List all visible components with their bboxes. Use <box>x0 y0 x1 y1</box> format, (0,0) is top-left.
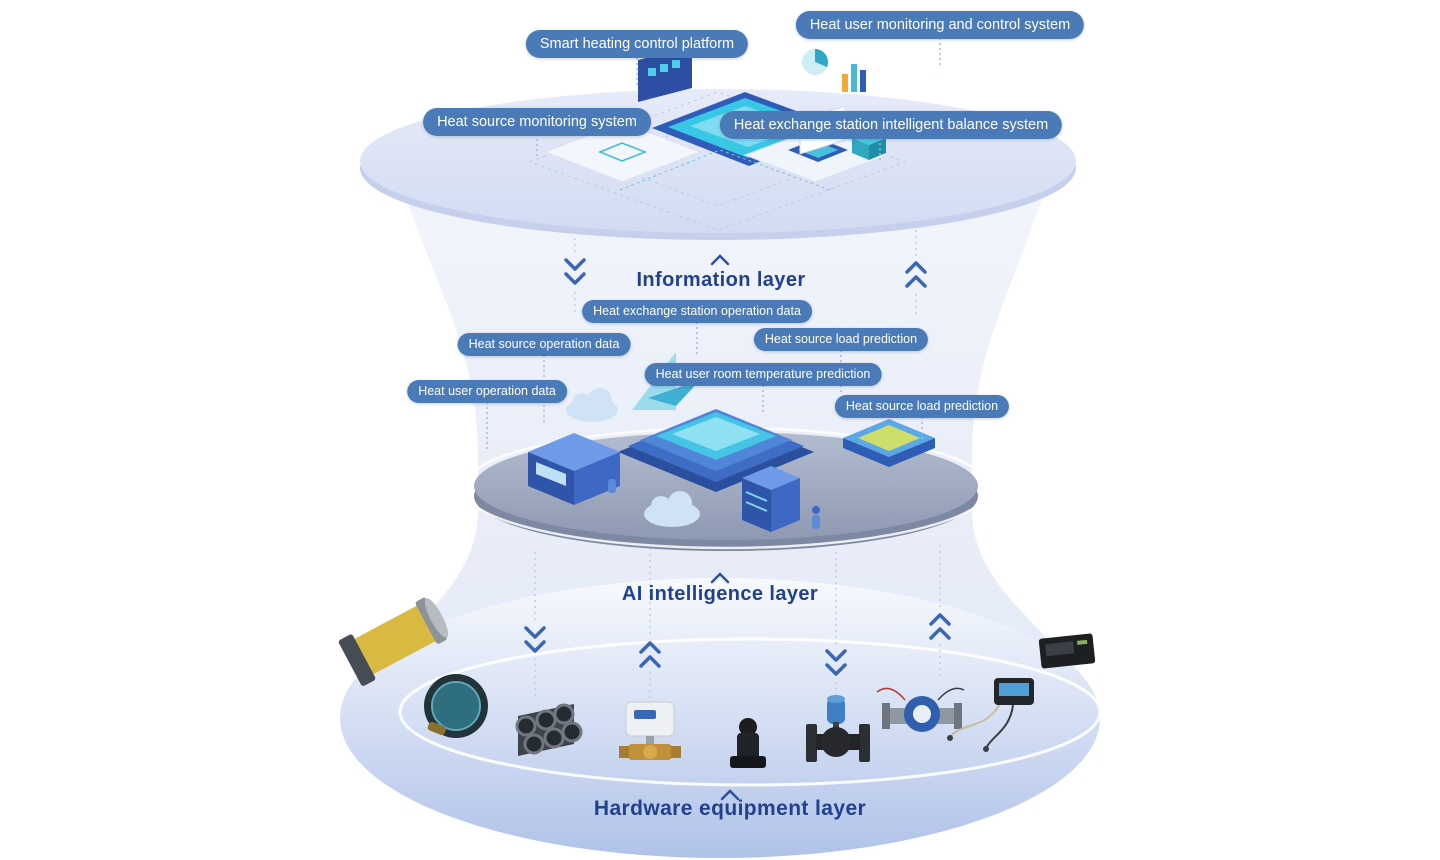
steel-pipe-bundle <box>515 703 583 756</box>
pressure-gauge <box>424 674 488 738</box>
chevrons-information <box>564 258 927 288</box>
ai-platform-art <box>528 352 935 532</box>
control-panel-device <box>1038 633 1096 669</box>
label-heat-user-room-temperature-prediction: Heat user room temperature prediction <box>644 363 882 386</box>
person-figure <box>812 506 820 529</box>
cloud-icon <box>566 388 618 422</box>
ai-intelligence-layer-title: AI intelligence layer <box>621 583 819 605</box>
label-heat-source-monitoring-system: Heat source monitoring system <box>423 108 651 136</box>
label-heat-user-monitoring-system: Heat user monitoring and control system <box>795 11 1085 39</box>
cloud-icon <box>644 491 700 527</box>
person-figure <box>608 470 616 493</box>
chevron-down-icon <box>524 640 546 653</box>
electric-control-valve <box>730 718 766 768</box>
chevron-up-icon <box>710 254 730 266</box>
motorized-ball-valve <box>619 701 681 760</box>
label-heat-user-operation-data: Heat user operation data <box>407 380 567 403</box>
hardware-equipment-layer-title: Hardware equipment layer <box>593 797 867 820</box>
chevron-up-icon <box>710 572 730 584</box>
chevron-up-icon <box>905 261 927 274</box>
chevron-down-icon <box>564 272 586 285</box>
chevron-up-icon <box>929 613 951 626</box>
chevron-down-icon <box>524 626 546 639</box>
chevron-up-icon <box>639 655 661 668</box>
bar-chart-icon <box>842 64 866 92</box>
label-smart-heating-control-platform: Smart heating control platform <box>525 30 749 58</box>
pie-chart-icon <box>802 49 828 75</box>
insulated-pipe <box>338 597 449 686</box>
info-dotted-lines <box>574 230 917 318</box>
chevrons-hardware <box>524 613 951 676</box>
chevron-down-icon <box>825 663 847 676</box>
chevron-up-icon <box>639 641 661 654</box>
information-layer-title: Information layer <box>636 269 806 291</box>
bottom-dotted-lines <box>534 545 941 706</box>
chevron-up-icon <box>929 627 951 640</box>
label-heat-exchange-balance-system: Heat exchange station intelligent balanc… <box>719 111 1063 139</box>
hardware-layer-ring <box>398 637 1102 787</box>
flanged-balance-valve <box>806 695 870 762</box>
ultrasonic-flow-meter <box>876 687 965 732</box>
chevron-down-icon <box>564 258 586 271</box>
label-heat-exchange-operation-data: Heat exchange station operation data <box>582 300 812 323</box>
chevron-down-icon <box>825 649 847 662</box>
chevron-up-icon <box>905 275 927 288</box>
label-heat-source-load-prediction-lower: Heat source load prediction <box>834 395 1010 418</box>
label-heat-source-load-prediction-upper: Heat source load prediction <box>753 328 929 351</box>
heat-meter-controller <box>947 678 1034 752</box>
label-heat-source-operation-data: Heat source operation data <box>457 333 631 356</box>
chevron-up-icon <box>720 789 740 801</box>
